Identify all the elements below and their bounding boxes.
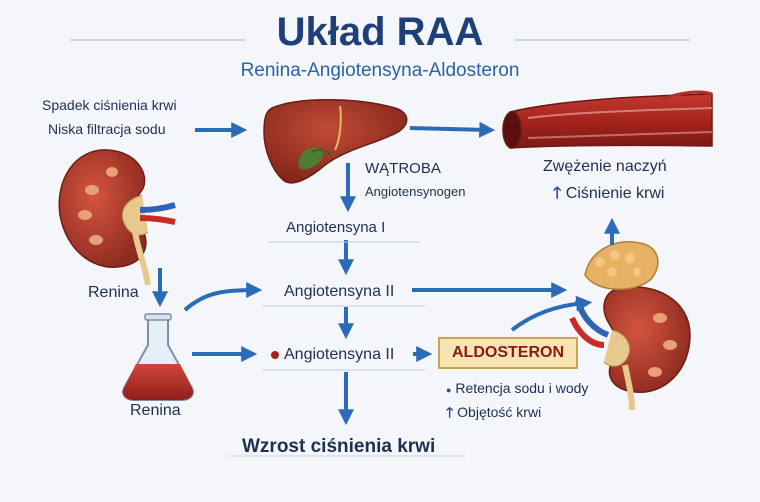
aldosterone-effect-1-text: Retencja sodu i wody — [455, 380, 589, 396]
aldosterone-effect-2: 🡑 Objętość krwi — [446, 402, 541, 426]
aldosterone-label: ALDOSTERON — [452, 344, 564, 361]
vessel-label: Zwężenie naczyń — [543, 158, 667, 175]
cascade-step-2: Angiotensyna II — [284, 283, 395, 300]
arrow-liver-to-vessel — [409, 121, 496, 138]
blood-vessel-illustration — [502, 90, 713, 149]
cascade-step-3: Angiotensyna II — [284, 346, 395, 363]
aldosterone-box: ALDOSTERON — [438, 337, 578, 369]
kidney-left-illustration — [58, 149, 176, 286]
liver-illustration — [263, 99, 408, 184]
kidney-left-label: Renina — [88, 284, 139, 301]
result-label: Wzrost ciśnienia krwi — [242, 436, 436, 457]
flask-label: Renina — [130, 402, 181, 419]
flask-illustration — [122, 313, 194, 401]
bullet-icon: ● — [446, 385, 452, 395]
liver-product: Angiotensynogen — [365, 184, 466, 199]
page-title: Układ RAA — [276, 10, 484, 54]
trigger-line-2: Niska filtracja sodu — [48, 121, 166, 137]
vessel-effect: 🡑 Ciśnienie krwi — [553, 182, 664, 209]
cascade-step-1: Angiotensyna I — [286, 219, 386, 236]
kidney-right-illustration — [569, 241, 691, 411]
aldosterone-effect-1: ● Retencja sodu i wody — [446, 380, 588, 396]
arrow-flask-to-ang2 — [183, 282, 263, 312]
aldosterone-effect-2-text: Objętość krwi — [457, 404, 542, 420]
up-arrow-icon: 🡑 — [553, 185, 562, 202]
up-arrow-icon: 🡑 — [446, 404, 454, 420]
ang2-dot-icon — [271, 351, 279, 359]
trigger-line-1: Spadek ciśnienia krwi — [42, 97, 177, 113]
liver-label: WĄTROBA — [365, 160, 441, 177]
arrow-aldosterone-to-kidney — [510, 295, 593, 332]
page-subtitle: Renina-Angiotensyna-Aldosteron — [240, 60, 520, 81]
vessel-effect-text: Ciśnienie krwi — [565, 185, 665, 202]
